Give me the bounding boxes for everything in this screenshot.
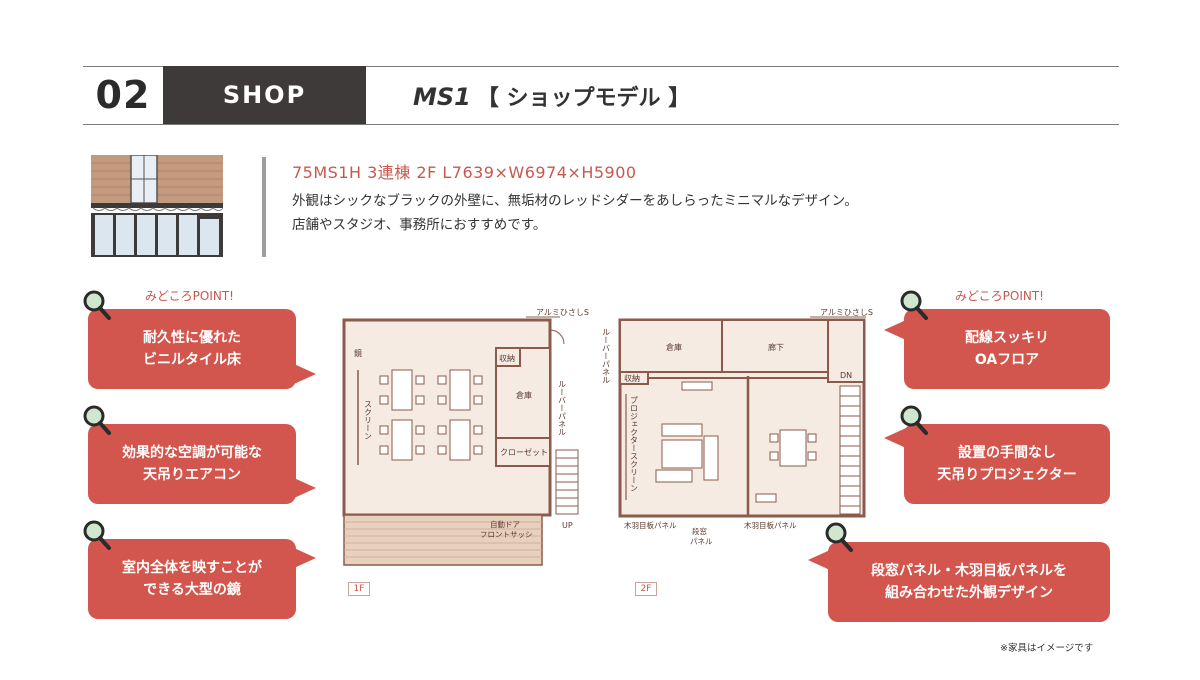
- bubble-tail: [294, 478, 316, 498]
- bubble-text: OAフロア: [974, 352, 1040, 368]
- model-name: 【 ショップモデル 】: [476, 86, 691, 111]
- stairs-label: DN: [840, 371, 852, 380]
- section-number: 02: [95, 73, 151, 117]
- magnifier-icon: [83, 520, 111, 550]
- furniture-tables: [379, 369, 483, 461]
- awning-label: アルミひさしS: [536, 308, 589, 317]
- stairs-2f: [839, 385, 861, 515]
- magnifier-icon: [83, 405, 111, 435]
- left-point-label: みどころPOINT!: [145, 289, 234, 303]
- wood-panel-right-label: 木羽目板パネル: [744, 520, 797, 530]
- stair-room: [827, 319, 865, 383]
- furniture-meeting: [755, 429, 817, 503]
- bubble-tail: [294, 364, 316, 384]
- description: 外観はシックなブラックの外壁に、無垢材のレッドシダーをあしらったミニマルなデザイ…: [292, 189, 858, 237]
- header-bottom-rule: [83, 124, 1119, 125]
- left-point-bubble-2: 効果的な空調が可能な 天吊りエアコン: [88, 424, 296, 504]
- magnifier-icon: [825, 522, 853, 552]
- bubble-text: ビニルタイル床: [143, 352, 241, 368]
- exterior-thumbnail: [91, 155, 223, 257]
- bubble-tail: [884, 428, 906, 448]
- bubble-text: 天吊りプロジェクター: [937, 467, 1077, 483]
- corridor-room: [721, 319, 829, 373]
- bubble-text: 室内全体を映すことが: [122, 560, 262, 576]
- magnifier-icon: [900, 290, 928, 320]
- louver-label: ルーバーパネル: [602, 328, 611, 384]
- window-panel-label-1: 段窓: [692, 526, 707, 536]
- right-point-bubble-1: 配線スッキリ OAフロア: [904, 309, 1110, 389]
- description-line: 外観はシックなブラックの外壁に、無垢材のレッドシダーをあしらったミニマルなデザイ…: [292, 193, 858, 209]
- bubble-tail: [808, 550, 830, 570]
- bubble-text: 組み合わせた外観デザイン: [885, 585, 1053, 601]
- stairs-1f: [555, 449, 579, 515]
- warehouse-label: 倉庫: [666, 342, 682, 352]
- category-label: SHOP: [163, 66, 366, 124]
- floor-tag-2f: 2F: [635, 582, 657, 596]
- door-label-1: 自動ドア: [490, 519, 520, 529]
- bubble-text: 配線スッキリ: [965, 330, 1049, 346]
- storage-column: [495, 347, 551, 467]
- bubble-tail: [294, 548, 316, 568]
- right-point-bubble-2: 設置の手間なし 天吊りプロジェクター: [904, 424, 1110, 504]
- bubble-text: 効果的な空調が可能な: [122, 445, 262, 461]
- bubble-text: 段窓パネル・木羽目板パネルを: [871, 563, 1067, 579]
- projector-screen-label: プロジェクタースクリーン: [630, 396, 639, 492]
- model-spec: 75MS1H 3連棟 2F L7639×W6974×H5900: [292, 163, 637, 182]
- header-top-rule: [83, 66, 1119, 67]
- bubble-text: 耐久性に優れた: [143, 330, 241, 346]
- louver-label: ルーバーパネル: [558, 380, 567, 436]
- stairs-label: UP: [562, 521, 573, 530]
- mirror-label: 鏡: [354, 348, 362, 358]
- left-point-bubble-3: 室内全体を映すことが できる大型の鏡: [88, 539, 296, 619]
- floor-tag-1f: 1F: [348, 582, 370, 596]
- bubble-text: 天吊りエアコン: [143, 467, 241, 483]
- model-title: MS1【 ショップモデル 】: [413, 80, 690, 112]
- door-label-2: フロントサッシ: [480, 530, 533, 539]
- window-panel-label-2: パネル: [690, 537, 713, 546]
- storage-box: [495, 347, 521, 367]
- closet-label: クローゼット: [500, 447, 548, 457]
- floor-plan-2f: アルミひさしS ルーバーパネル 倉庫 廊下 DN 収納 プロジェクタースクリーン: [602, 308, 874, 546]
- storage-small-label: 収納: [499, 353, 515, 363]
- accent-divider: [262, 157, 266, 257]
- magnifier-icon: [83, 290, 111, 320]
- bubble-text: できる大型の鏡: [143, 582, 241, 598]
- left-point-bubble-1: 耐久性に優れた ビニルタイル床: [88, 309, 296, 389]
- model-code: MS1: [413, 83, 471, 111]
- awning-label: アルミひさしS: [820, 308, 873, 317]
- description-line: 店舗やスタジオ、事務所におすすめです。: [292, 217, 547, 233]
- furniture-lounge: [655, 381, 719, 483]
- warehouse-room: [619, 319, 723, 373]
- floor-plan-1f: アルミひさしS 収納 倉庫 クローゼット 鏡 スクリーン ルーバーパネル UP: [342, 308, 589, 566]
- screen-label: スクリーン: [364, 400, 373, 440]
- magnifier-icon: [900, 405, 928, 435]
- right-point-bubble-3: 段窓パネル・木羽目板パネルを 組み合わせた外観デザイン: [828, 542, 1110, 622]
- furniture-note: ※家具はイメージです: [1000, 643, 1094, 654]
- bubble-tail: [884, 320, 906, 340]
- bubble-text: 設置の手間なし: [958, 445, 1056, 461]
- right-point-label: みどころPOINT!: [955, 289, 1044, 303]
- storage-small-label: 収納: [624, 373, 640, 383]
- corridor-label: 廊下: [768, 342, 784, 352]
- wood-panel-left-label: 木羽目板パネル: [624, 520, 677, 530]
- warehouse-label: 倉庫: [516, 390, 532, 400]
